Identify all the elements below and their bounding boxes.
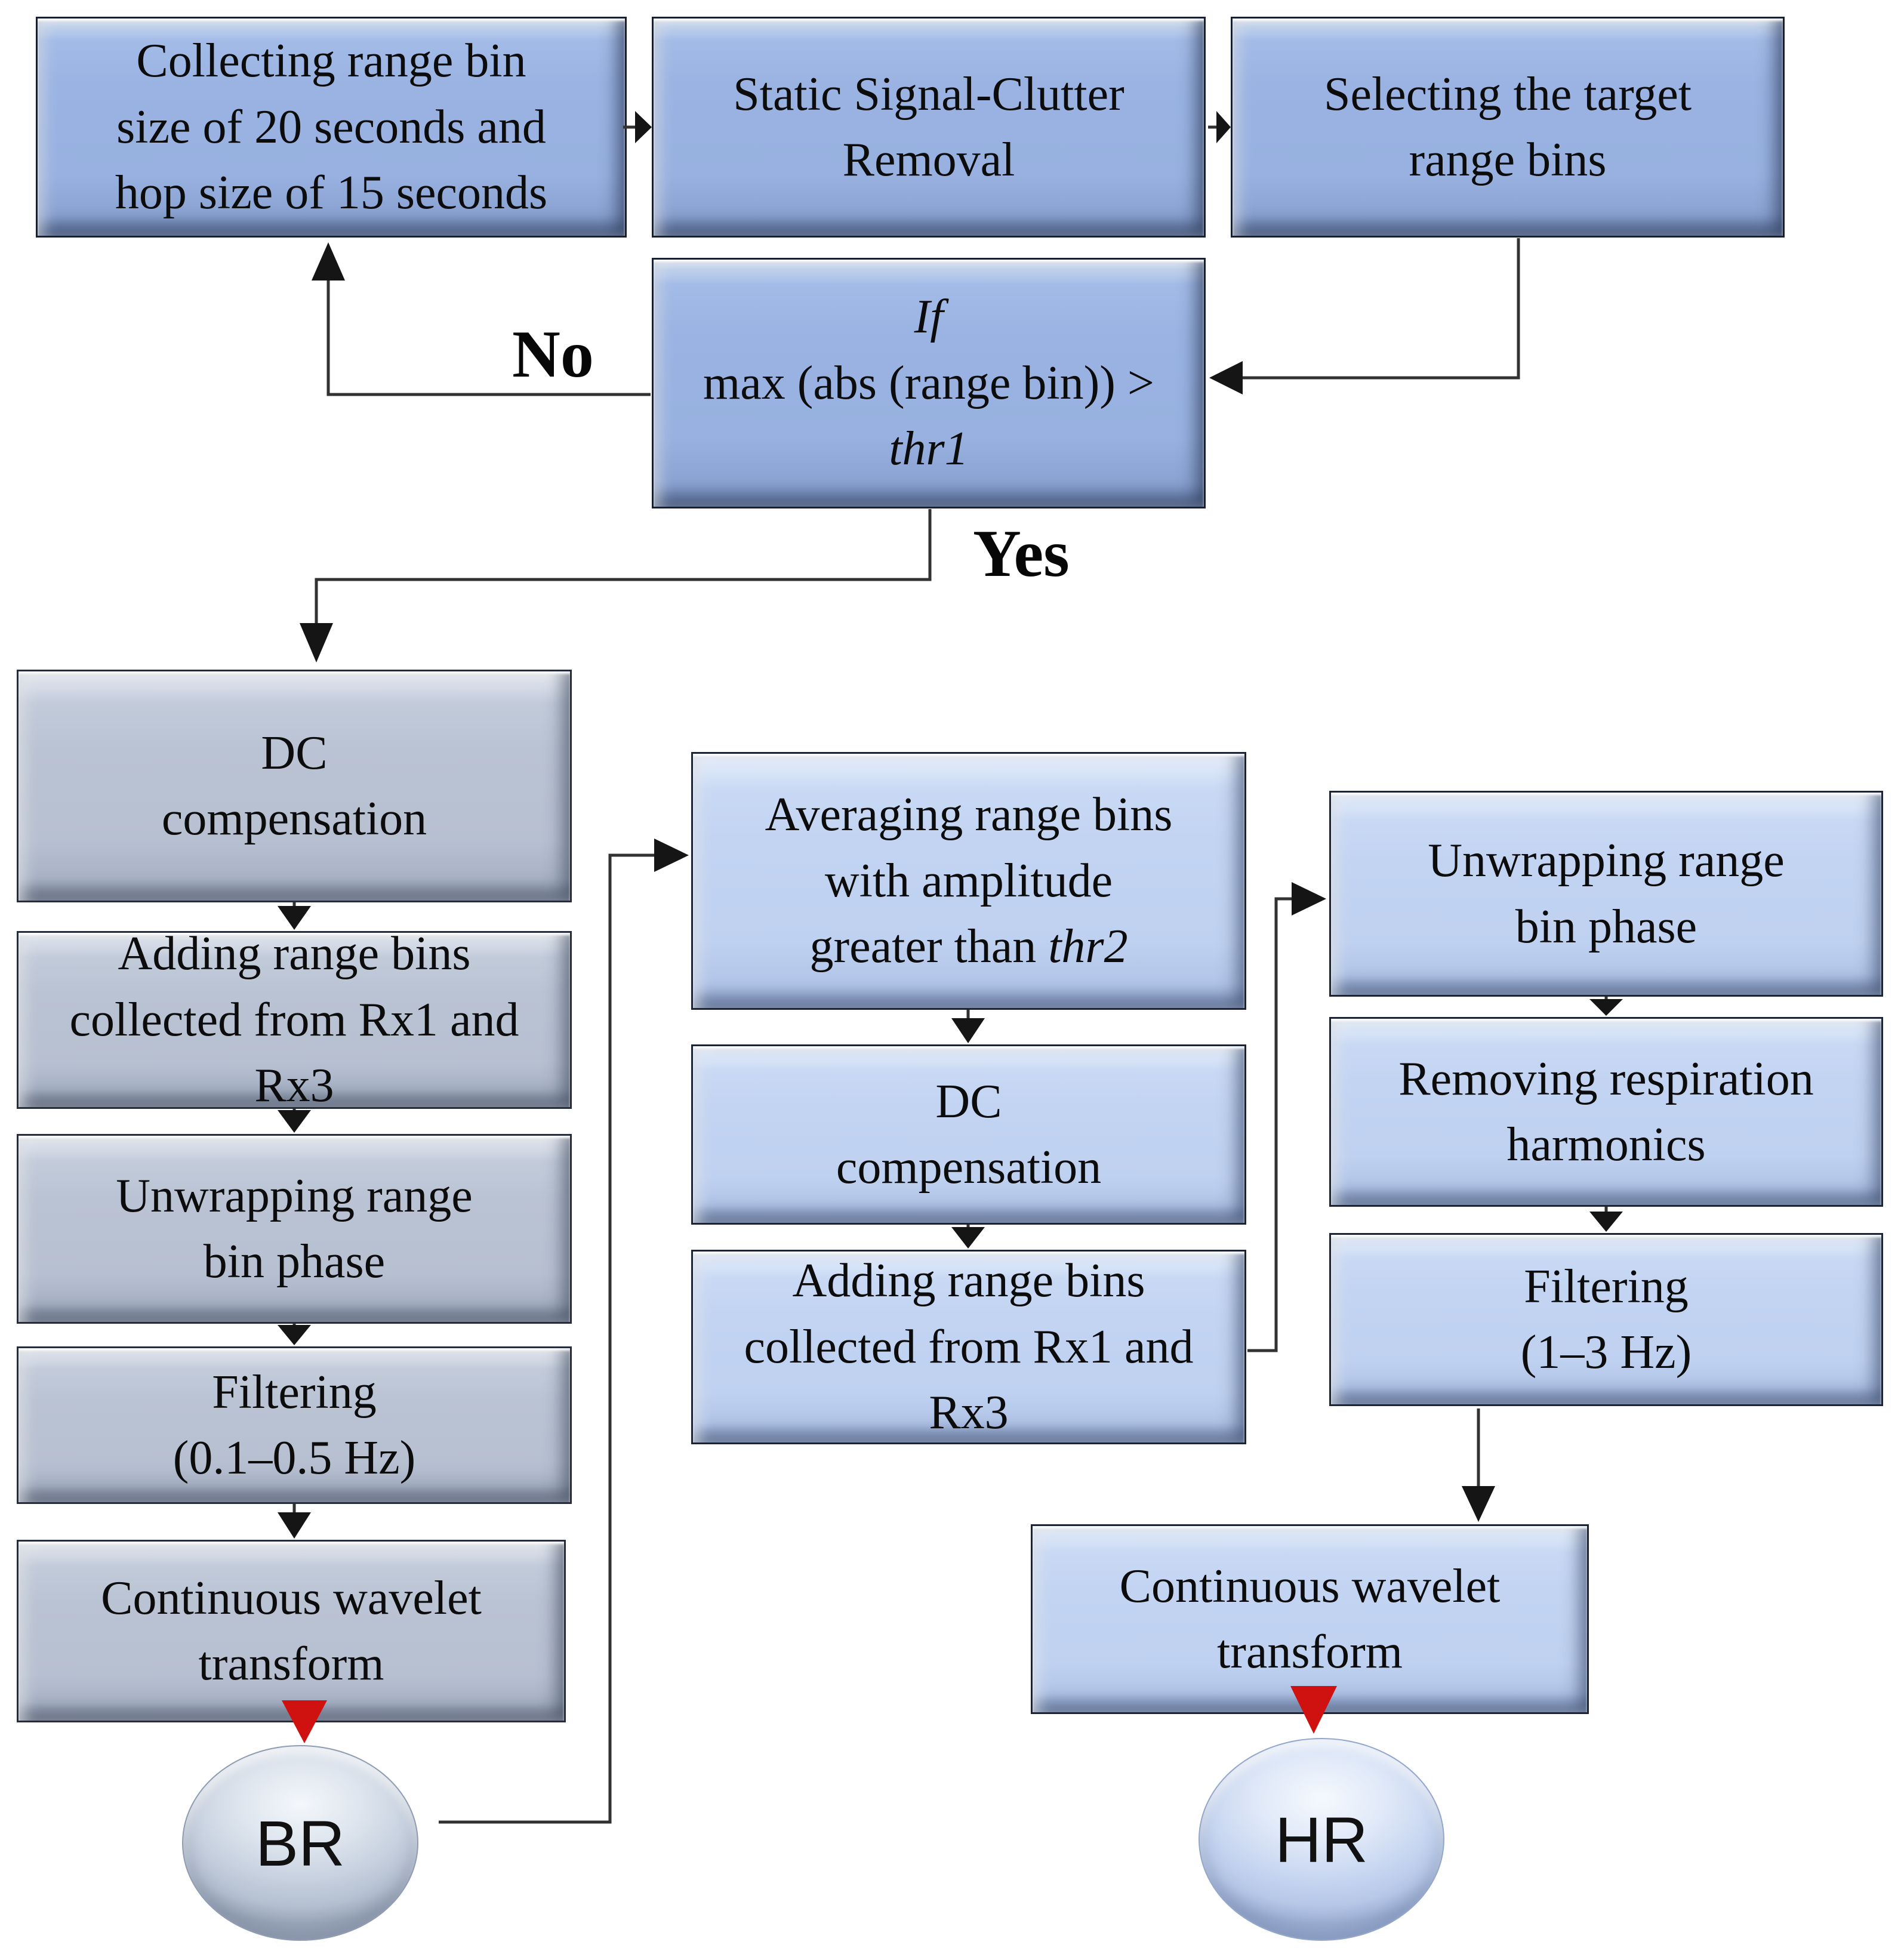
node-label: Adding range bins collected from Rx1 and… — [69, 927, 519, 1112]
edge-label-yes: Yes — [973, 517, 1070, 591]
node-label: DC compensation — [836, 1075, 1102, 1194]
terminal-label: HR — [1275, 1803, 1368, 1876]
node-selecting-target-range-bins: Selecting the target range bins — [1231, 17, 1785, 238]
node-dc-compensation-br: DC compensation — [17, 670, 572, 902]
node-label: Continuous wavelet transform — [101, 1571, 482, 1690]
node-label-line2: with amplitude — [824, 854, 1113, 907]
arrowhead-icon — [1292, 882, 1326, 916]
node-static-signal-clutter-removal: Static Signal-Clutter Removal — [652, 17, 1206, 238]
node-unwrapping-phase-hr: Unwrapping range bin phase — [1329, 791, 1883, 997]
node-label: Continuous wavelet transform — [1119, 1559, 1501, 1678]
edge-select-to-decision — [1243, 238, 1520, 380]
arrowhead-icon — [1216, 111, 1231, 143]
arrowhead-icon — [635, 111, 652, 143]
arrowhead-icon — [654, 839, 689, 872]
node-label: Static Signal-Clutter Removal — [733, 67, 1124, 186]
node-removing-respiration-harmonics: Removing respiration harmonics — [1329, 1017, 1883, 1207]
edge-yes-path — [315, 509, 932, 624]
edge-adding-mid-to-unwrap-hr — [1247, 897, 1293, 1352]
decision-threshold: thr1 — [889, 423, 969, 476]
decision-threshold-check: If max (abs (range bin)) > thr1 — [652, 258, 1206, 508]
arrowhead-icon — [278, 1512, 311, 1539]
decision-if: If — [914, 291, 944, 344]
node-label: DC compensation — [161, 726, 427, 845]
node-cwt-br: Continuous wavelet transform — [17, 1540, 566, 1722]
node-averaging-range-bins: Averaging range bins with amplitude grea… — [691, 752, 1246, 1010]
node-label: Filtering (0.1–0.5 Hz) — [172, 1366, 416, 1484]
terminal-br: BR — [182, 1745, 418, 1941]
arrowhead-icon — [1589, 999, 1623, 1016]
node-label: Unwrapping range bin phase — [116, 1169, 473, 1288]
node-label: Adding range bins collected from Rx1 and… — [744, 1255, 1194, 1440]
node-filtering-hr: Filtering (1–3 Hz) — [1329, 1233, 1883, 1406]
node-label-line3: greater than thr2 — [809, 914, 1127, 979]
node-label: Filtering (1–3 Hz) — [1520, 1260, 1692, 1379]
node-dc-compensation-mid: DC compensation — [691, 1044, 1246, 1225]
node-cwt-hr: Continuous wavelet transform — [1031, 1524, 1589, 1714]
node-label-line1: Averaging range bins — [765, 788, 1173, 842]
decision-condition: max (abs (range bin)) > — [703, 356, 1154, 409]
node-collecting-range-bin: Collecting range bin size of 20 seconds … — [36, 17, 627, 238]
node-filtering-br: Filtering (0.1–0.5 Hz) — [17, 1346, 572, 1504]
node-adding-range-bins-br: Adding range bins collected from Rx1 and… — [17, 927, 572, 1112]
arrowhead-icon — [1589, 1212, 1623, 1232]
node-label: Collecting range bin size of 20 seconds … — [115, 35, 548, 220]
node-label: Selecting the target range bins — [1323, 67, 1692, 186]
node-label-line3-text: greater than — [809, 920, 1049, 973]
node-adding-range-bins-mid: Adding range bins collected from Rx1 and… — [691, 1250, 1246, 1444]
terminal-hr: HR — [1199, 1738, 1444, 1941]
arrowhead-icon — [1209, 361, 1243, 394]
node-label: Removing respiration harmonics — [1398, 1052, 1814, 1171]
node-label: Unwrapping range bin phase — [1428, 834, 1785, 953]
arrowhead-icon — [951, 1018, 985, 1043]
edge-no-loop — [326, 279, 651, 396]
terminal-label: BR — [255, 1807, 346, 1879]
arrowhead-icon — [312, 242, 345, 281]
arrowhead-icon — [951, 1227, 985, 1249]
arrowhead-icon — [278, 1325, 311, 1345]
arrowhead-icon — [1462, 1486, 1495, 1522]
arrowhead-icon — [300, 623, 333, 662]
node-unwrapping-phase-br: Unwrapping range bin phase — [17, 1134, 572, 1324]
node-label-thr2: thr2 — [1048, 920, 1128, 973]
edge-label-no: No — [512, 318, 594, 392]
